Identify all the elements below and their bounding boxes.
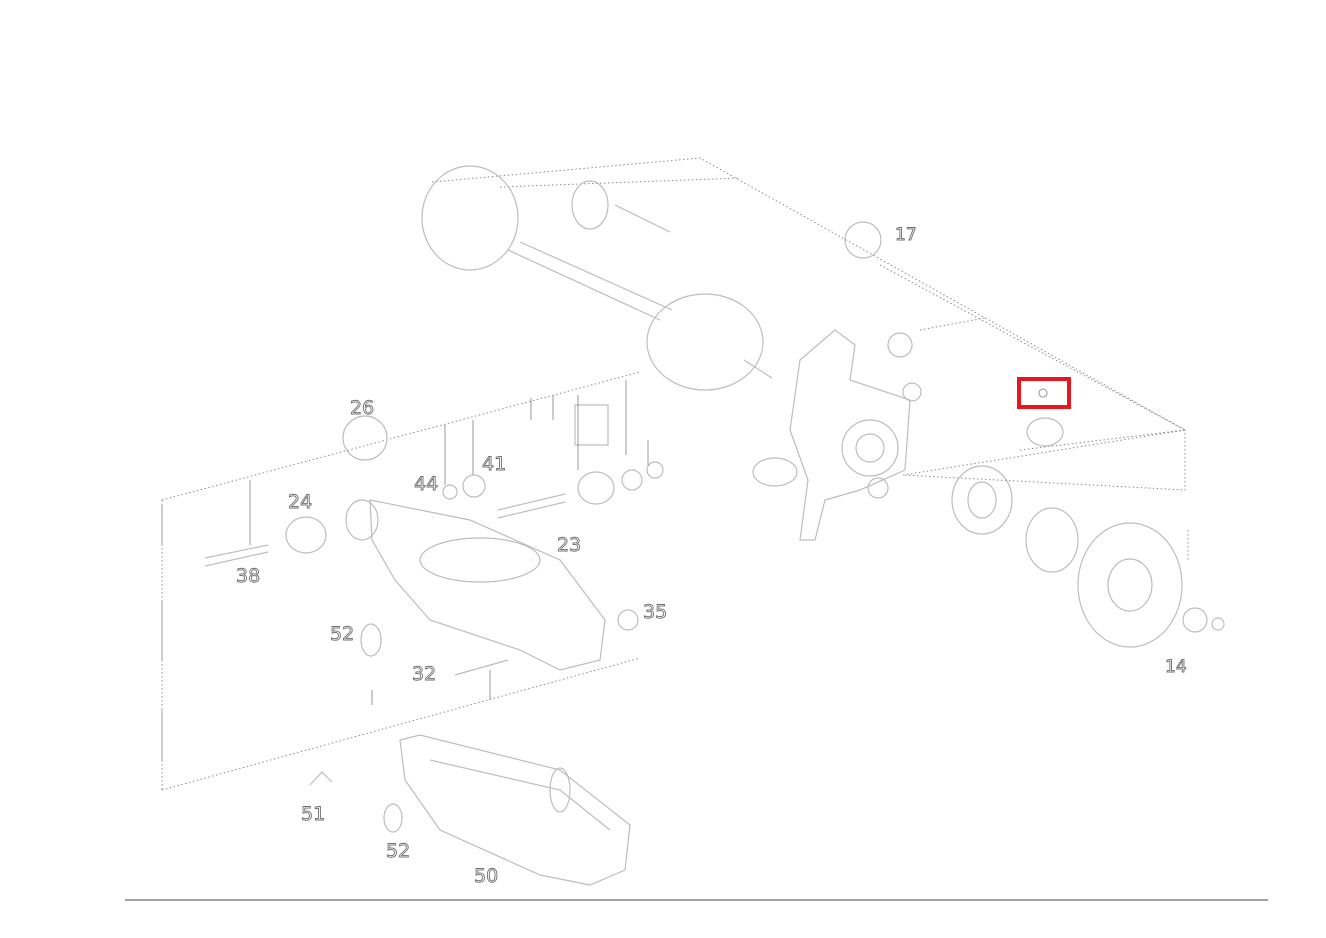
- leader-lines: [161, 380, 649, 760]
- highlighted-part-icon: [1038, 388, 1048, 398]
- control-arm: [204, 404, 664, 676]
- assembly-frame: [161, 157, 1189, 791]
- label-24: 24: [288, 491, 312, 513]
- label-38: 38: [236, 565, 260, 587]
- label-14: 14: [1165, 657, 1187, 677]
- label-35: 35: [643, 601, 667, 623]
- brake-assembly: [951, 417, 1225, 648]
- drive-shaft: [421, 165, 773, 391]
- spring-plate: [309, 734, 631, 886]
- label-52-lower: 52: [386, 840, 410, 862]
- label-52-upper: 52: [330, 623, 354, 645]
- wheel-carrier: [752, 221, 922, 541]
- label-32: 32: [412, 663, 436, 685]
- label-23: 23: [557, 534, 581, 556]
- highlight-box[interactable]: [1017, 377, 1071, 409]
- label-44: 44: [414, 473, 438, 495]
- label-26: 26: [350, 397, 374, 419]
- callout-labels: 26 24 44 41 23 38 35 52 32 51 52 50 14 1…: [236, 225, 1188, 888]
- label-51: 51: [301, 803, 325, 825]
- highlighted-part[interactable]: [1017, 377, 1071, 409]
- label-17: 17: [895, 225, 917, 245]
- label-41: 41: [482, 453, 506, 475]
- label-50: 50: [474, 865, 498, 887]
